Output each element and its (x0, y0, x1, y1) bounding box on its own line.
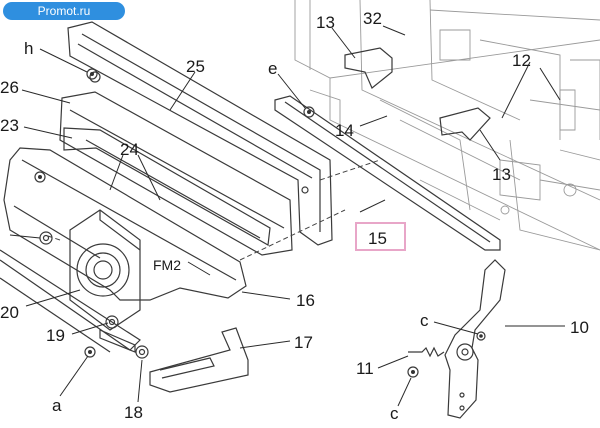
bracket-13-middle (439, 107, 491, 141)
plate-26 (59, 91, 293, 256)
rail-25 (67, 21, 333, 246)
plate-23-24 (63, 127, 271, 246)
screw-a (84, 346, 96, 358)
bar-15 (274, 95, 501, 251)
label-e: e (268, 59, 277, 78)
spring-11 (408, 346, 445, 358)
label-32: 32 (363, 9, 382, 28)
fan-fm2 (69, 209, 141, 331)
label-25: 25 (186, 57, 205, 76)
highlight-box-15 (355, 222, 406, 251)
label-13-mid: 13 (492, 165, 511, 184)
label-19: 19 (46, 326, 65, 345)
label-20: 20 (0, 303, 19, 322)
channel-16 (3, 147, 247, 301)
label-15: 15 (368, 229, 387, 248)
leader-lines (9, 25, 565, 407)
label-10: 10 (570, 318, 589, 337)
label-17: 17 (294, 333, 313, 352)
label-13-top: 13 (316, 13, 335, 32)
label-23: 23 (0, 116, 19, 135)
label-14: 14 (335, 121, 354, 140)
machine-frame (294, 0, 600, 251)
label-18: 18 (124, 403, 143, 422)
screw-c-lower (407, 366, 419, 378)
washer-18 (135, 345, 149, 359)
label-a: a (52, 396, 62, 415)
screw-23 (34, 171, 46, 183)
label-11: 11 (356, 359, 374, 378)
screw-h (86, 68, 98, 80)
label-16: 16 (296, 291, 315, 310)
washer-left (39, 231, 53, 245)
screw-e (303, 106, 315, 118)
watermark-badge: Promot.ru (3, 2, 125, 20)
label-24: 24 (120, 140, 139, 159)
bracket-10 (444, 259, 506, 419)
label-c-lower: c (390, 404, 399, 423)
label-26: 26 (0, 78, 19, 97)
bracket-17 (149, 327, 249, 393)
label-c-upper: c (420, 311, 429, 330)
washer-19 (105, 315, 119, 329)
label-h: h (24, 39, 33, 58)
bracket-13-top (344, 47, 393, 89)
label-12: 12 (512, 51, 531, 70)
label-fm2: FM2 (153, 257, 181, 273)
